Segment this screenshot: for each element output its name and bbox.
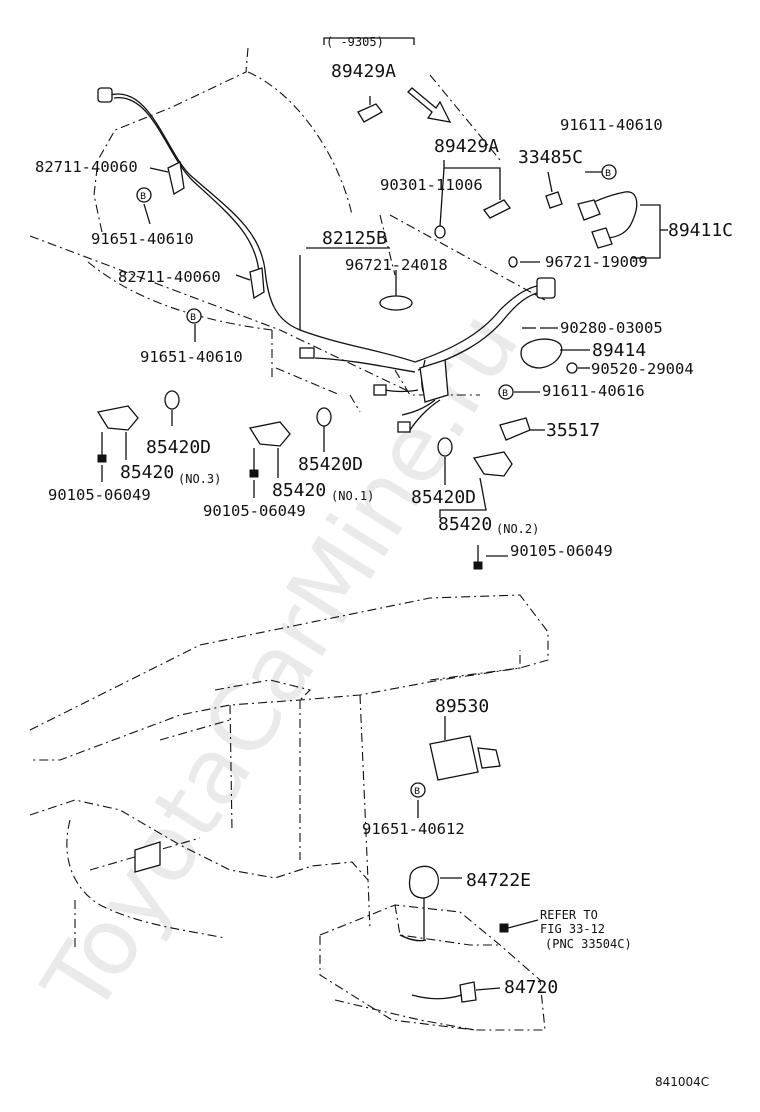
refer-line-2: FIG 33-12 [540, 922, 605, 936]
date-range-note: ( -9305) [326, 35, 384, 49]
sensor-89429a-new-icon [483, 199, 511, 219]
label-96721-24018: 96721-24018 [345, 256, 448, 274]
watermark-text: ToyotaCarMine.ru [22, 293, 539, 1032]
module-89530-icon [429, 735, 479, 781]
label-90105-06049-c: 90105-06049 [510, 542, 613, 560]
label-90280-03005: 90280-03005 [560, 319, 663, 337]
refer-line-3: (PNC 33504C) [545, 937, 632, 951]
label-84720: 84720 [504, 977, 558, 998]
label-no3: (NO.3) [178, 472, 221, 486]
label-no1: (NO.1) [331, 489, 374, 503]
bolt-b-icon: B B B B B [136, 164, 617, 798]
label-90520-29004: 90520-29004 [591, 360, 694, 378]
label-82711-40060-b: 82711-40060 [118, 268, 221, 286]
supersede-arrow-icon [407, 87, 452, 123]
label-90105-06049-b: 90105-06049 [203, 502, 306, 520]
label-84722e: 84722E [466, 870, 531, 891]
part-labels: ( -9305) 89429A 89429A 90301-11006 33485… [35, 35, 733, 1089]
o-ring-icon [508, 256, 518, 268]
svg-text:B: B [190, 313, 196, 323]
sensor-89411c-icon [577, 199, 601, 221]
label-90105-06049-a: 90105-06049 [48, 486, 151, 504]
junction-block-icon [419, 359, 449, 403]
label-82125b: 82125B [322, 228, 387, 249]
connector-icon [299, 347, 315, 359]
o-ring-icon [434, 225, 446, 239]
label-91651-40610-a: 91651-40610 [91, 230, 194, 248]
label-96721-19009: 96721-19009 [545, 253, 648, 271]
label-89414: 89414 [592, 340, 646, 361]
label-85420-no1: 85420 [272, 480, 326, 501]
label-91611-40610: 91611-40610 [560, 116, 663, 134]
label-91651-40610-b: 91651-40610 [140, 348, 243, 366]
label-89429a-new: 89429A [434, 136, 499, 157]
connector-icon [397, 421, 411, 433]
label-no2: (NO.2) [496, 522, 539, 536]
sensor-89414-icon [520, 338, 563, 369]
clip-82711-lower-icon [249, 267, 265, 300]
label-85420-no3: 85420 [120, 462, 174, 483]
connector-plug-icon [97, 87, 113, 103]
lower-parts [399, 735, 509, 1003]
grommet-icon [379, 295, 413, 311]
label-85420d-3: 85420D [411, 487, 476, 508]
label-89411c: 89411C [668, 220, 733, 241]
label-35517: 35517 [546, 420, 600, 441]
diagram-code: 841004C [655, 1075, 709, 1089]
switch-84720-icon [459, 981, 477, 1003]
sensor-89429a-old-icon [357, 103, 383, 123]
solenoid-valves [96, 390, 513, 570]
svg-text:B: B [605, 169, 611, 179]
label-89530: 89530 [435, 696, 489, 717]
refer-line-1: REFER TO [540, 908, 598, 922]
connector-89411c-icon [591, 227, 613, 249]
dashboard-outline [29, 594, 549, 1031]
label-91611-40616: 91611-40616 [542, 382, 645, 400]
label-85420d-1: 85420D [146, 437, 211, 458]
label-82711-40060-a: 82711-40060 [35, 158, 138, 176]
body-panel-outline [29, 47, 546, 413]
label-90301-11006: 90301-11006 [380, 176, 483, 194]
bracket-35517-icon [499, 417, 531, 441]
svg-text:B: B [140, 192, 146, 202]
clip-82711-upper-icon [167, 161, 185, 196]
switch-33485c-icon [545, 191, 563, 209]
key-cylinder-84722e-icon [408, 865, 439, 899]
svg-text:B: B [414, 787, 420, 797]
upper-parts: B B B B B [97, 87, 638, 798]
label-85420-no2: 85420 [438, 514, 492, 535]
label-85420d-2: 85420D [298, 454, 363, 475]
connector-icon [536, 277, 556, 299]
vent-icon [134, 841, 161, 873]
connector-icon [373, 384, 387, 396]
label-91651-40612: 91651-40612 [362, 820, 465, 838]
label-33485c: 33485C [518, 147, 583, 168]
ring-90520-icon [566, 362, 578, 374]
label-89429a-old: 89429A [331, 61, 396, 82]
svg-text:B: B [502, 389, 508, 399]
leader-lines [101, 37, 668, 991]
